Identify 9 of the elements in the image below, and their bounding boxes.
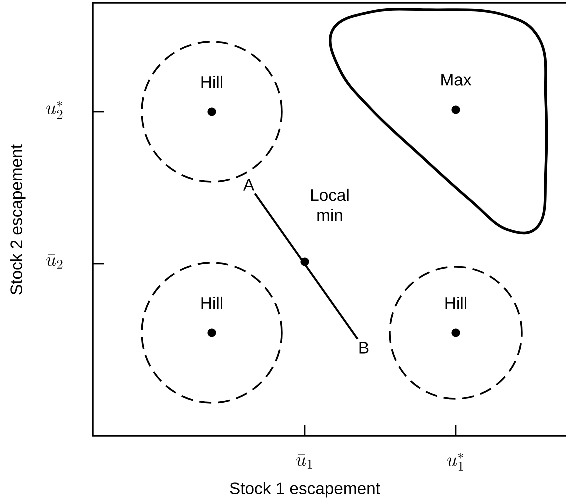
tick-label: $u_1^*$ — [448, 453, 464, 471]
point-label: B — [360, 342, 369, 354]
tick-label: $\bar{u}_2$ — [46, 254, 63, 269]
point-label: Local min — [311, 188, 349, 222]
tick-label: $\bar{u}_1$ — [296, 454, 312, 469]
line-segment — [254, 193, 359, 340]
axis-label: Stock 1 escapement — [230, 482, 380, 498]
tick-label: $u_2^*$ — [46, 101, 63, 119]
axis-label: Stock 2 escapement — [10, 144, 26, 295]
